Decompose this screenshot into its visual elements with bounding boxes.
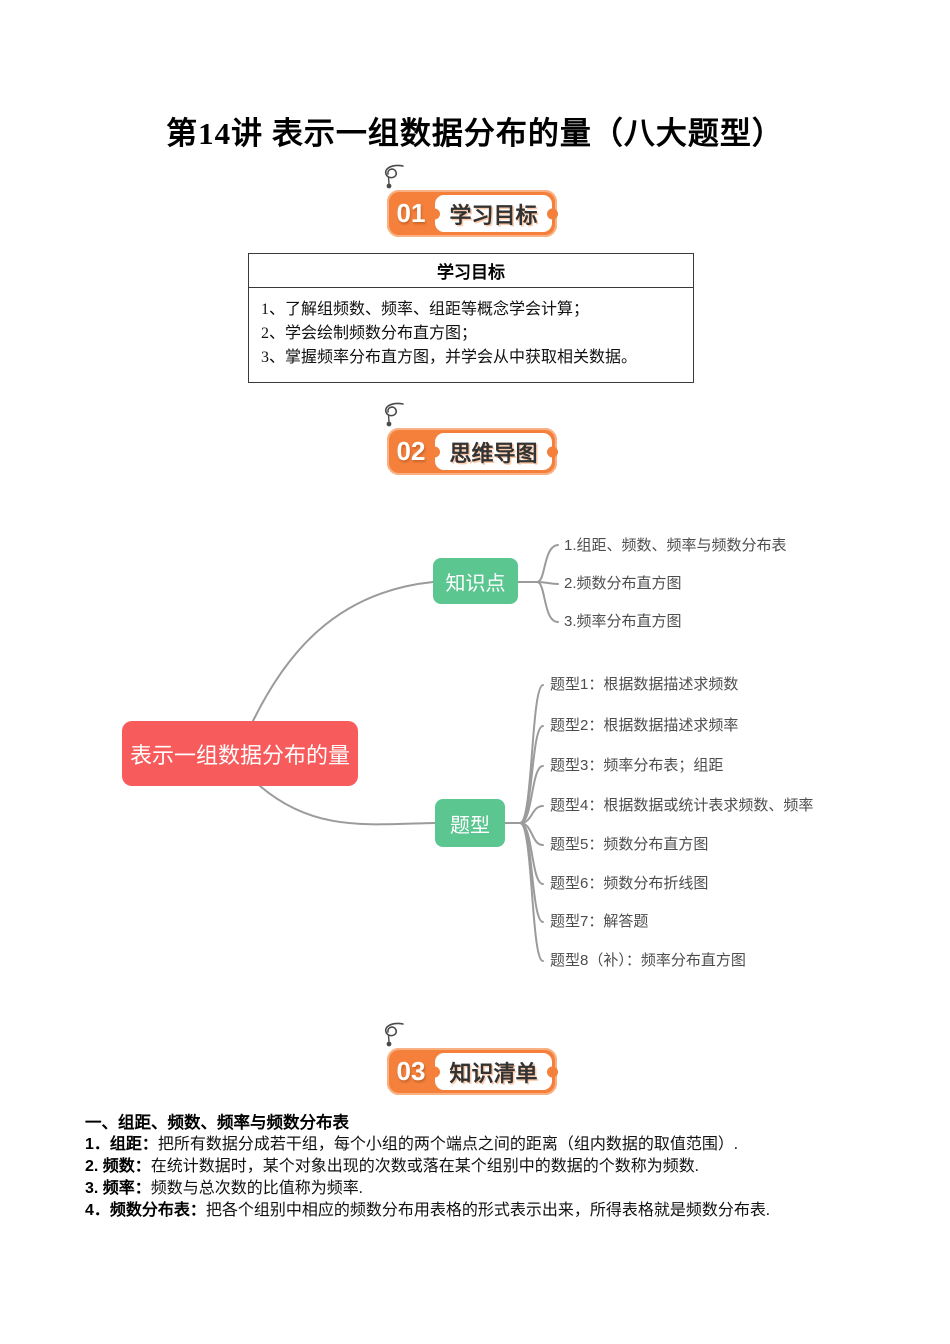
section-number: 03 [396, 1056, 426, 1086]
knowledge-item-text: 在统计数据时，某个对象出现的次数或落在某个组别中的数据的个数称为频数. [150, 1158, 699, 1175]
knowledge-item-lead: 3. 频率： [85, 1180, 151, 1197]
knowledge-leaf: 1.组距、频数、频率与频数分布表 [564, 537, 787, 554]
pin-squiggle-icon [384, 402, 404, 427]
page-title: 第14讲 表示一组数据分布的量（八大题型） [166, 116, 784, 151]
objectives-table: 学习目标 1、了解组频数、频率、组距等概念学会计算； 2、学会绘制频数分布直方图… [248, 253, 694, 383]
objectives-table-body: 1、了解组频数、频率、组距等概念学会计算； 2、学会绘制频数分布直方图； 3、掌… [249, 288, 693, 382]
section-badge-03: 03 知识清单 [384, 1022, 557, 1095]
section-badge-02: 02 思维导图 [384, 402, 557, 475]
type-leaf: 题型2：根据数据描述求频率 [550, 717, 739, 734]
section-number: 01 [396, 198, 426, 228]
type-leaf: 题型4：根据数据或统计表求频数、频率 [550, 797, 814, 814]
knowledge-item-lead: 4．频数分布表： [85, 1202, 206, 1219]
knowledge-item: 2. 频数：在统计数据时，某个对象出现的次数或落在某个组别中的数据的个数称为频数… [85, 1156, 885, 1178]
knowledge-item: 3. 频率：频数与总次数的比值称为频率. [85, 1178, 885, 1200]
mindmap-branch-knowledge: 知识点 [433, 558, 518, 604]
knowledge-list: 一、组距、频数、频率与频数分布表 1．组距：把所有数据分成若干组，每个小组的两个… [85, 1112, 885, 1222]
knowledge-item-text: 把各个组别中相应的频数分布用表格的形式表示出来，所得表格就是频数分布表. [205, 1202, 770, 1219]
type-leaf: 题型6：频数分布折线图 [550, 875, 709, 892]
section-badge-01: 01 学习目标 [384, 164, 557, 237]
knowledge-leaf: 3.频率分布直方图 [564, 613, 682, 630]
mindmap-root-node: 表示一组数据分布的量 [122, 721, 358, 786]
mindmap-diagram: 表示一组数据分布的量 知识点 1.组距、频数、频率与频数分布表 2.频数分布直方… [0, 500, 950, 1010]
type-leaf: 题型7：解答题 [550, 913, 649, 930]
type-leaf: 题型3：频率分布表；组距 [550, 757, 724, 774]
mindmap-branch-types: 题型 [435, 799, 505, 847]
knowledge-item-lead: 2. 频数： [85, 1158, 151, 1175]
knowledge-leaf: 2.频数分布直方图 [564, 575, 682, 592]
type-leaf: 题型8（补）：频率分布直方图 [550, 952, 746, 969]
pin-squiggle-icon [384, 1022, 404, 1047]
knowledge-item-text: 频数与总次数的比值称为频率. [150, 1180, 363, 1197]
objective-item: 3、掌握频率分布直方图，并学会从中获取相关数据。 [261, 349, 638, 366]
objective-item: 1、了解组频数、频率、组距等概念学会计算； [261, 301, 590, 318]
section-label: 学习目标 [435, 195, 552, 232]
knowledge-item-text: 把所有数据分成若干组，每个小组的两个端点之间的距离（组内数据的取值范围）. [157, 1136, 738, 1153]
section-number: 02 [396, 436, 426, 466]
pin-squiggle-icon [384, 164, 404, 189]
section-label: 思维导图 [435, 433, 552, 470]
section-label: 知识清单 [435, 1053, 552, 1090]
mindmap-connectors [251, 544, 559, 962]
knowledge-item: 1．组距：把所有数据分成若干组，每个小组的两个端点之间的距离（组内数据的取值范围… [85, 1134, 885, 1156]
knowledge-item-lead: 1．组距： [85, 1136, 158, 1153]
objective-item: 2、学会绘制频数分布直方图； [261, 325, 478, 342]
objectives-table-header: 学习目标 [249, 254, 693, 288]
knowledge-list-heading: 一、组距、频数、频率与频数分布表 [85, 1114, 349, 1132]
type-leaf: 题型1：根据数据描述求频数 [550, 676, 739, 693]
knowledge-item: 4．频数分布表：把各个组别中相应的频数分布用表格的形式表示出来，所得表格就是频数… [85, 1200, 885, 1222]
type-leaf: 题型5：频数分布直方图 [550, 836, 709, 853]
